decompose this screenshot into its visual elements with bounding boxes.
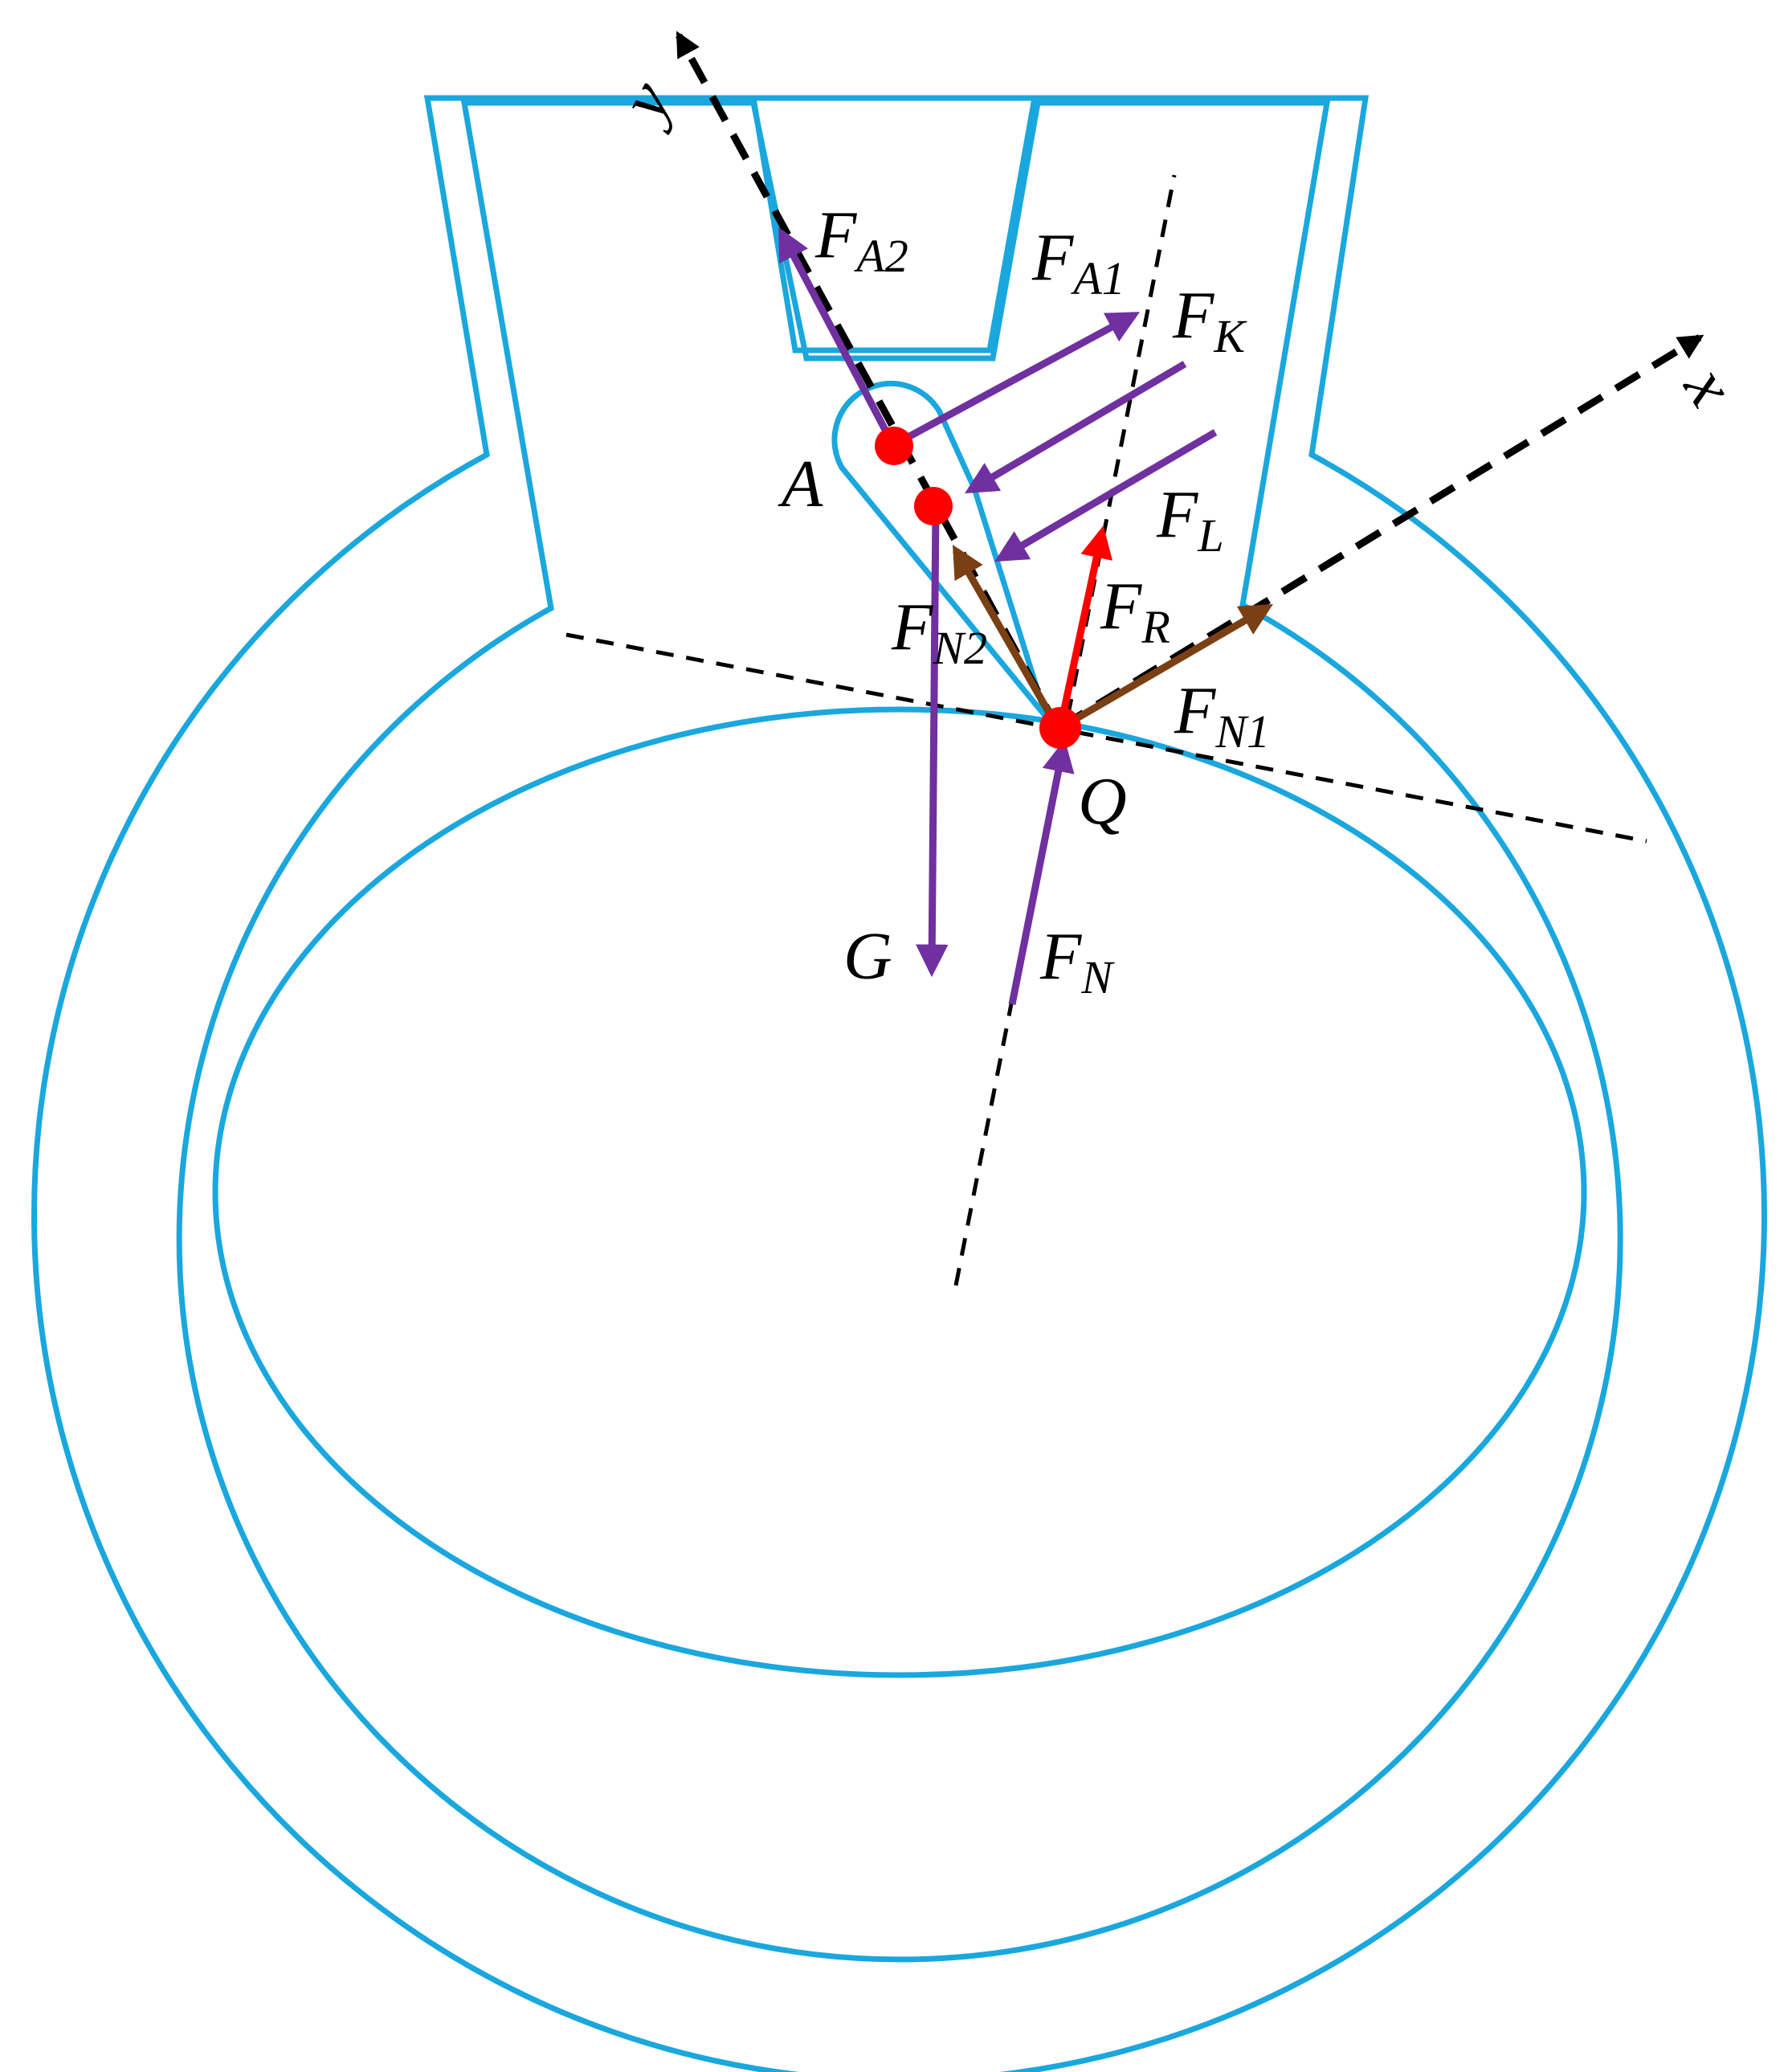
force-f-r-label: FR xyxy=(1100,569,1170,653)
force-f-n2-label: FN2 xyxy=(891,590,987,674)
x-axis xyxy=(1058,334,1704,730)
force-f-n-arrow xyxy=(1008,739,1075,1005)
rotor-ellipse xyxy=(212,706,1587,1678)
tangent-reference-line xyxy=(565,632,1647,844)
force-f-a1-label: FA1 xyxy=(1031,220,1125,304)
force-g-arrow xyxy=(916,507,949,978)
force-f-a1-arrow xyxy=(891,312,1141,448)
force-f-l-arrow xyxy=(994,429,1218,562)
point-a-label: A xyxy=(778,447,823,521)
force-f-k-label: FK xyxy=(1172,278,1247,362)
force-f-n1-arrow xyxy=(1058,603,1274,731)
force-f-k-arrow xyxy=(965,361,1187,494)
housing-outer-outline xyxy=(31,95,1767,2072)
force-f-a2-label: FA2 xyxy=(814,198,908,282)
force-g-label: G xyxy=(843,919,892,994)
force-f-a2-arrow xyxy=(778,227,896,448)
force-f-n-label: FN xyxy=(1039,919,1115,1003)
vane-slot-outline xyxy=(750,97,1038,354)
force-f-l-label: FL xyxy=(1156,477,1224,562)
force-f-n1-label: FN1 xyxy=(1174,673,1270,758)
point-q xyxy=(1039,707,1081,749)
force-f-n2-arrow xyxy=(952,544,1062,732)
force-f-r-arrow xyxy=(1056,525,1113,729)
housing-inner-outline xyxy=(176,100,1623,1963)
point-a xyxy=(875,427,913,465)
point-q-label: Q xyxy=(1078,764,1127,839)
x-axis-label: x xyxy=(1669,353,1749,419)
point-vane-mass xyxy=(914,487,953,525)
